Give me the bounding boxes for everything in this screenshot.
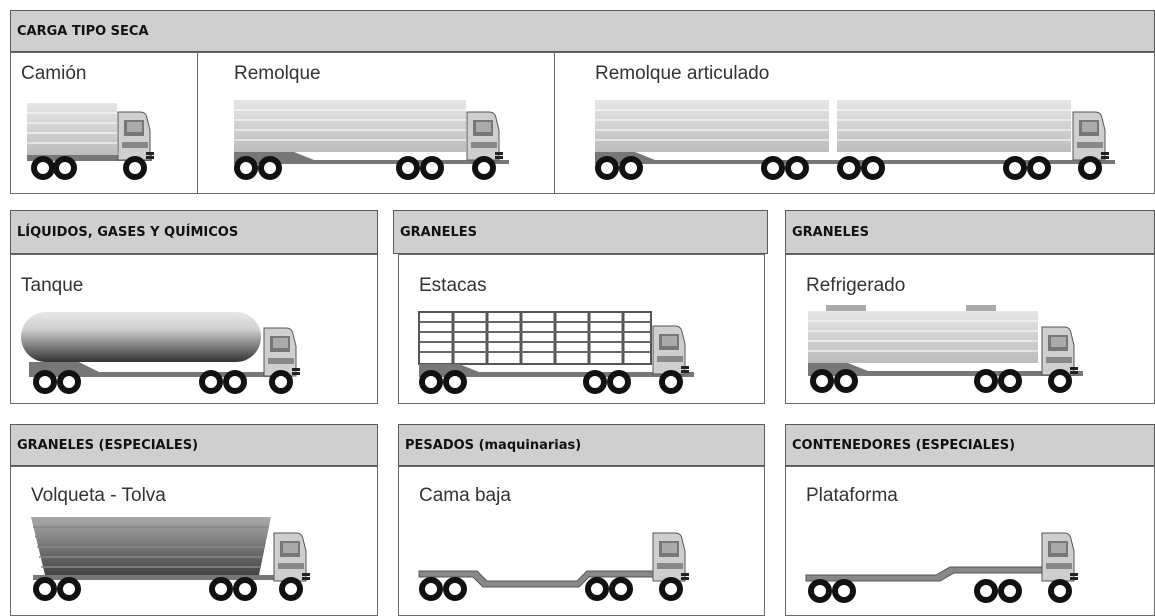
section-header-liquidos: LÍQUIDOS, GASES Y QUÍMICOS	[10, 210, 378, 254]
vehicle-label: Estacas	[419, 275, 487, 296]
section-header-carga-seca: CARGA TIPO SECA	[10, 10, 1155, 52]
card-cama-baja: Cama baja	[398, 466, 765, 616]
tanque-truck-icon	[21, 312, 301, 395]
card-refrigerado: Refrigerado	[785, 254, 1155, 404]
section-header-graneles-1: GRANELES	[393, 210, 768, 254]
vehicle-label: Volqueta - Tolva	[31, 485, 166, 506]
estacas-truck-icon	[418, 311, 694, 395]
vehicle-label: Tanque	[21, 275, 84, 296]
card-volqueta: Volqueta - Tolva	[10, 466, 378, 616]
card-plataforma: Plataforma	[785, 466, 1155, 616]
vehicle-label: Remolque articulado	[595, 63, 770, 84]
refrigerado-truck-icon	[808, 305, 1083, 395]
section-title: PESADOS (maquinarias)	[405, 437, 582, 453]
remolque-truck-icon	[234, 100, 509, 178]
volqueta-truck-icon	[31, 517, 311, 600]
section-title: GRANELES (ESPECIALES)	[17, 437, 199, 453]
vehicle-label: Remolque	[234, 63, 321, 84]
cama-baja-truck-icon	[418, 532, 690, 600]
vehicle-label: Cama baja	[419, 485, 511, 506]
section-title: CARGA TIPO SECA	[17, 23, 149, 39]
card-remolque: Remolque	[197, 52, 555, 194]
vehicle-label: Camión	[21, 63, 87, 84]
plataforma-truck-icon	[805, 532, 1079, 600]
card-remolque-articulado: Remolque articulado	[554, 52, 1155, 194]
section-title: GRANELES	[792, 224, 870, 240]
vehicle-label: Plataforma	[806, 485, 898, 506]
card-estacas: Estacas	[398, 254, 765, 404]
camion-truck-icon	[27, 103, 155, 178]
section-header-graneles-especiales: GRANELES (ESPECIALES)	[10, 424, 378, 466]
section-header-graneles-2: GRANELES	[785, 210, 1155, 254]
card-camion: Camión	[10, 52, 198, 194]
section-header-contenedores: CONTENEDORES (ESPECIALES)	[785, 424, 1155, 466]
section-title: LÍQUIDOS, GASES Y QUÍMICOS	[17, 224, 239, 240]
section-title: GRANELES	[400, 224, 478, 240]
remolque-articulado-truck-icon	[595, 100, 1115, 178]
section-header-pesados: PESADOS (maquinarias)	[398, 424, 765, 466]
vehicle-label: Refrigerado	[806, 275, 906, 296]
card-tanque: Tanque	[10, 254, 378, 404]
section-title: CONTENEDORES (ESPECIALES)	[792, 437, 1016, 453]
